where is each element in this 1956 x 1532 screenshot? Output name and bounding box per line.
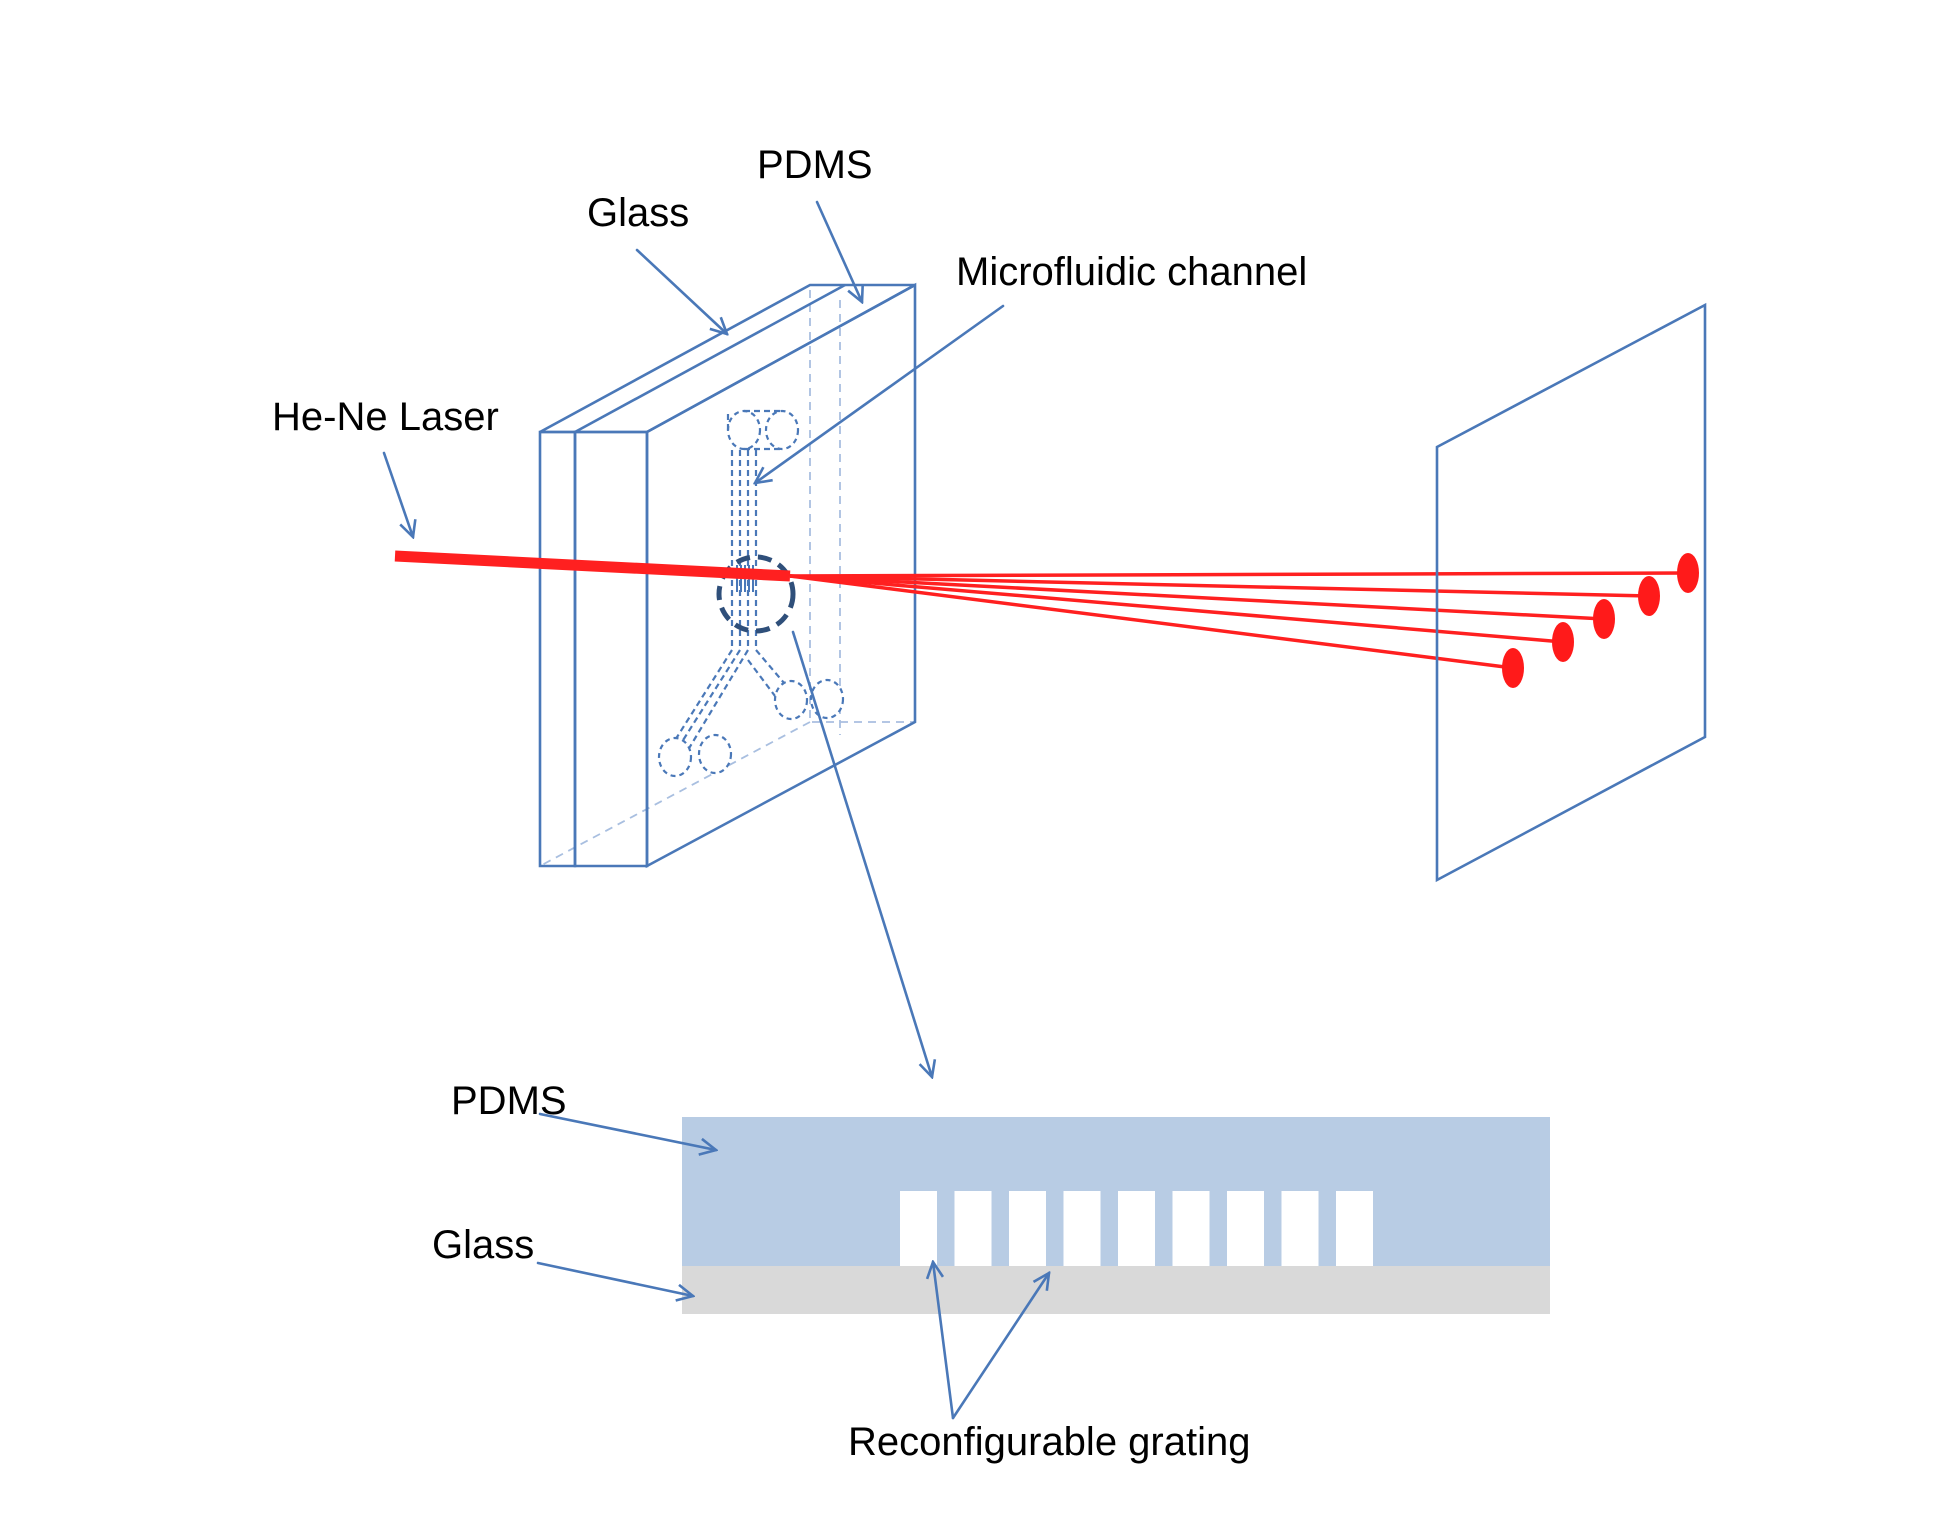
- grating-slot: [1227, 1191, 1264, 1266]
- pdms-bottom-arrow: [538, 1112, 716, 1150]
- outlet-port-left: [657, 736, 693, 778]
- inlet-port: [726, 409, 762, 451]
- glass-pdms-interface: [574, 283, 846, 434]
- outlet-port-right: [773, 679, 809, 721]
- diffraction-spot: [1677, 553, 1699, 593]
- label-pdms-bottom: PDMS: [451, 1079, 567, 1123]
- branch-channel-left: [679, 649, 741, 746]
- laser-beam: [394, 550, 1689, 670]
- label-glass-top: Glass: [587, 191, 689, 235]
- diffracted-beam-order: [789, 574, 1605, 621]
- diffracted-beam-order: [789, 574, 1650, 598]
- chip-hidden-edges: [809, 290, 915, 723]
- grating-slot: [1281, 1191, 1319, 1266]
- channel-network: [657, 409, 845, 778]
- grating-slot: [1172, 1191, 1210, 1266]
- grating-slot: [954, 1191, 992, 1266]
- diffracted-beam-order: [789, 574, 1564, 644]
- microfluidic-chip: [538, 282, 917, 869]
- label-pdms-top: PDMS: [757, 143, 873, 187]
- diffraction-spot: [1638, 576, 1660, 616]
- grating-slot: [1336, 1191, 1373, 1266]
- branch-channel-right: [747, 659, 779, 701]
- outlet-port-left-rim: [697, 733, 733, 775]
- label-laser: He-Ne Laser: [272, 395, 499, 439]
- grating-slot: [1063, 1191, 1101, 1266]
- glass-cross-section: [682, 1266, 1550, 1314]
- projection-screen: [1435, 302, 1707, 883]
- diffracted-beam-order: [789, 571, 1689, 578]
- grating-slots: [900, 1191, 1373, 1266]
- inlet-port-rim: [764, 409, 800, 451]
- pdms-layer-front: [573, 430, 649, 868]
- diffraction-spots: [1502, 553, 1699, 688]
- diffraction-spot: [1593, 599, 1615, 639]
- grating-arrow-left: [933, 1262, 955, 1420]
- pdms-cross-section: [682, 1117, 1550, 1266]
- zoom-region-circle: [716, 554, 796, 634]
- grating-cross-section: [682, 1117, 1550, 1314]
- label-reconfigurable-grating: Reconfigurable grating: [848, 1420, 1250, 1464]
- grating-slot: [900, 1191, 937, 1266]
- grating-arrow-right: [951, 1273, 1049, 1420]
- label-glass-bottom: Glass: [432, 1223, 534, 1267]
- diffraction-spot: [1552, 622, 1574, 662]
- glass-layer-front: [538, 430, 577, 868]
- zoom-arrow: [791, 630, 932, 1077]
- outlet-port-right-rim: [809, 678, 845, 720]
- chip-hidden-depth-edge: [539, 721, 811, 867]
- diffracted-beam-order: [789, 574, 1514, 670]
- pdms-top-arrow: [815, 200, 862, 302]
- laser-arrow: [382, 451, 413, 537]
- chip-side-face: [645, 282, 917, 869]
- diffracted-beams: [789, 571, 1689, 670]
- diffraction-spot: [1502, 648, 1524, 688]
- incident-beam: [394, 550, 791, 582]
- glass-top-arrow: [635, 248, 727, 334]
- grating-slot: [1118, 1191, 1155, 1266]
- branch-channel-left: [671, 649, 733, 746]
- glass-bottom-arrow: [536, 1261, 693, 1296]
- grating-slot: [1009, 1191, 1046, 1266]
- pointer-arrows: [382, 200, 1049, 1420]
- label-microfluidic-channel: Microfluidic channel: [956, 250, 1307, 294]
- channel-arrow: [755, 304, 1005, 483]
